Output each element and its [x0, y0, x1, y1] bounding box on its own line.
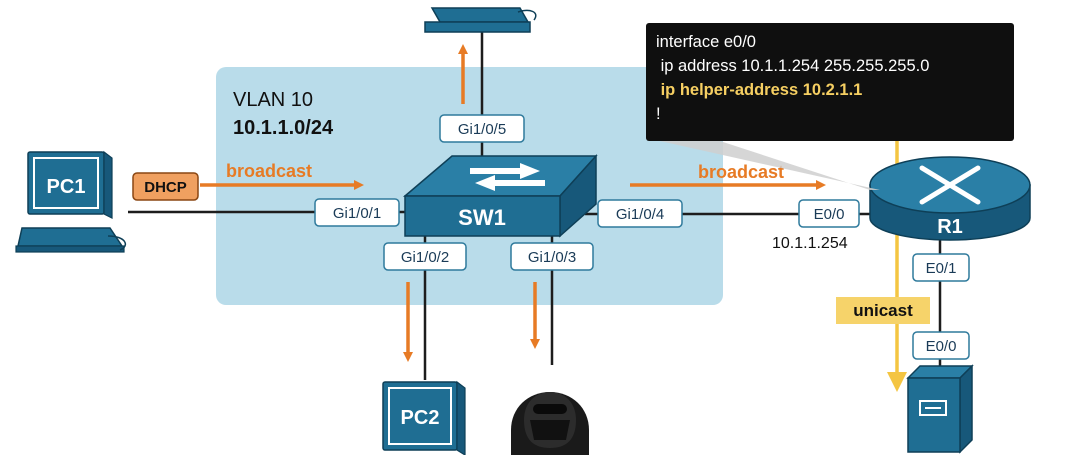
port-server-e00: E0/0 — [912, 331, 970, 360]
port-labels: Gi1/0/5 Gi1/0/1 Gi1/0/2 Gi1/0/3 Gi1/0/4 … — [314, 114, 970, 360]
sw1-label: SW1 — [458, 205, 506, 230]
svg-text:Gi1/0/4: Gi1/0/4 — [616, 206, 664, 223]
r1-icon — [869, 156, 1031, 241]
port-gi102: Gi1/0/2 — [383, 242, 467, 271]
pc1-label: PC1 — [47, 176, 86, 198]
unicast-label: unicast — [853, 301, 913, 320]
svg-text:Gi1/0/3: Gi1/0/3 — [528, 249, 576, 266]
broadcast-right-label: broadcast — [698, 162, 784, 182]
vlan-name: VLAN 10 — [233, 89, 313, 111]
router-config-console: interface e0/0 ip address 10.1.1.254 255… — [646, 23, 1014, 141]
svg-text:Gi1/0/1: Gi1/0/1 — [333, 205, 381, 222]
config-line-3: ip helper-address 10.2.1.1 — [656, 81, 863, 99]
svg-text:E0/0: E0/0 — [926, 338, 957, 355]
port-gi103: Gi1/0/3 — [510, 242, 594, 271]
svg-text:E0/0: E0/0 — [814, 206, 845, 223]
top-pc-icon — [424, 7, 537, 33]
r1-label: R1 — [937, 216, 963, 238]
sw1-icon — [402, 154, 598, 238]
config-line-4: ! — [656, 105, 661, 123]
r1-ip-label: 10.1.1.254 — [772, 235, 848, 252]
broadcast-arrows — [200, 44, 826, 362]
broadcast-left-label: broadcast — [226, 161, 312, 181]
dhcp-tag — [132, 172, 199, 201]
unicast-arrow — [887, 108, 907, 392]
pc1-icon — [15, 150, 127, 253]
port-gi104: Gi1/0/4 — [597, 199, 683, 228]
server-icon — [906, 364, 974, 454]
pc2-label: PC2 — [401, 407, 440, 429]
svg-text:E0/1: E0/1 — [926, 260, 957, 277]
config-line-2: ip address 10.1.1.254 255.255.255.0 — [656, 57, 930, 75]
hacker-icon — [511, 392, 589, 455]
svg-text:Gi1/0/2: Gi1/0/2 — [401, 249, 449, 266]
pc2-icon — [382, 380, 466, 455]
router-arrows-icon — [919, 165, 981, 205]
console-callout-pointer — [660, 141, 880, 190]
dhcp-label: DHCP — [144, 179, 187, 196]
port-r1-e00: E0/0 — [798, 199, 860, 228]
vlan-subnet: 10.1.1.0/24 — [233, 117, 334, 139]
svg-text:Gi1/0/5: Gi1/0/5 — [458, 121, 506, 138]
switch-arrows-icon — [470, 163, 545, 191]
port-gi101: Gi1/0/1 — [314, 198, 400, 227]
config-line-1: interface e0/0 — [656, 33, 756, 51]
port-r1-e01: E0/1 — [912, 253, 970, 282]
unicast-tag — [836, 297, 930, 324]
port-gi105: Gi1/0/5 — [439, 114, 525, 143]
